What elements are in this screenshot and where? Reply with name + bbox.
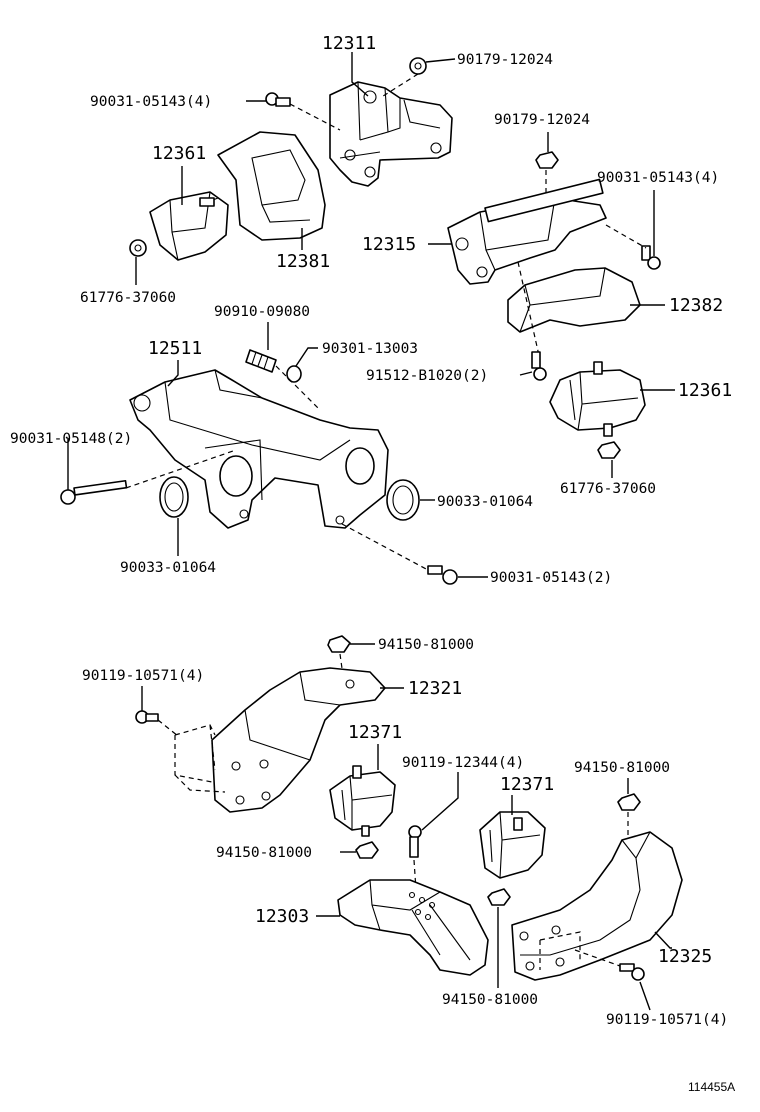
figure-number: 114455A — [688, 1080, 735, 1094]
bolt-90031-05148 — [60, 479, 128, 505]
o-ring-90301 — [286, 365, 302, 383]
cover-12382 — [507, 267, 641, 333]
cover-12381 — [217, 131, 326, 241]
label-94150-81000-top: 94150-81000 — [378, 637, 474, 653]
mount-12371-left — [329, 765, 396, 837]
label-90119-10571-4-left: 90119-10571(4) — [82, 668, 204, 684]
label-12382: 12382 — [669, 295, 723, 316]
nut-94150-right — [617, 793, 641, 811]
gasket-90033-left — [159, 476, 189, 518]
label-12361-top: 12361 — [152, 143, 206, 164]
label-12325: 12325 — [658, 946, 712, 967]
label-94150-81000-right: 94150-81000 — [574, 760, 670, 776]
label-94150-81000-bottom: 94150-81000 — [442, 992, 538, 1008]
bolt-91512 — [531, 351, 547, 381]
bracket-12321 — [211, 667, 386, 813]
label-94150-81000-left: 94150-81000 — [216, 845, 312, 861]
bolt-90031-top-left — [265, 92, 291, 107]
plug-90910 — [245, 349, 277, 373]
nut-94150-left — [355, 841, 379, 859]
label-90031-05143-4-left: 90031-05143(4) — [90, 94, 212, 110]
mount-12361-right — [549, 361, 646, 437]
label-12371-left: 12371 — [348, 722, 402, 743]
label-90910-09080: 90910-09080 — [214, 304, 310, 320]
nut-94150-top — [327, 635, 351, 653]
label-90119-10571-4-right: 90119-10571(4) — [606, 1012, 728, 1028]
nut-61776-right — [597, 441, 621, 459]
bolt-90119-left — [135, 710, 159, 724]
label-91512-b1020-2: 91512-B1020(2) — [366, 368, 488, 384]
label-12303: 12303 — [255, 906, 309, 927]
bolt-90031-right — [641, 245, 661, 270]
label-12371-right: 12371 — [500, 774, 554, 795]
nut-90179-top — [409, 57, 427, 75]
label-90033-01064-right: 90033-01064 — [437, 494, 533, 510]
label-12381: 12381 — [276, 251, 330, 272]
label-90031-05143-2: 90031-05143(2) — [490, 570, 612, 586]
label-90031-05143-4-right: 90031-05143(4) — [597, 170, 719, 186]
housing-12511 — [129, 369, 389, 529]
label-12511: 12511 — [148, 338, 202, 359]
nut-94150-bottom — [487, 888, 511, 906]
label-90179-12024-top: 90179-12024 — [457, 52, 553, 68]
bolt-90119-right — [619, 963, 645, 981]
bracket-12311 — [329, 81, 453, 187]
bolt-90119-12344 — [408, 825, 422, 858]
mount-12361-left — [149, 191, 229, 261]
label-61776-37060-right: 61776-37060 — [560, 481, 656, 497]
bolt-90031-05143-2 — [427, 565, 458, 585]
nut-61776-left — [129, 239, 147, 257]
bracket-12315 — [447, 178, 607, 285]
label-90031-05148-2: 90031-05148(2) — [10, 431, 132, 447]
mount-12371-right — [479, 811, 546, 879]
label-12311: 12311 — [322, 33, 376, 54]
label-90033-01064-left: 90033-01064 — [120, 560, 216, 576]
label-90179-12024-mid: 90179-12024 — [494, 112, 590, 128]
label-12361-right: 12361 — [678, 380, 732, 401]
crossmember-12303 — [337, 879, 489, 976]
label-12315: 12315 — [362, 234, 416, 255]
label-90301-13003: 90301-13003 — [322, 341, 418, 357]
nut-90179-mid — [535, 151, 559, 169]
label-61776-37060-left: 61776-37060 — [80, 290, 176, 306]
label-90119-12344-4: 90119-12344(4) — [402, 755, 524, 771]
label-12321: 12321 — [408, 678, 462, 699]
gasket-90033-right — [386, 479, 420, 521]
bracket-12325 — [511, 831, 683, 981]
